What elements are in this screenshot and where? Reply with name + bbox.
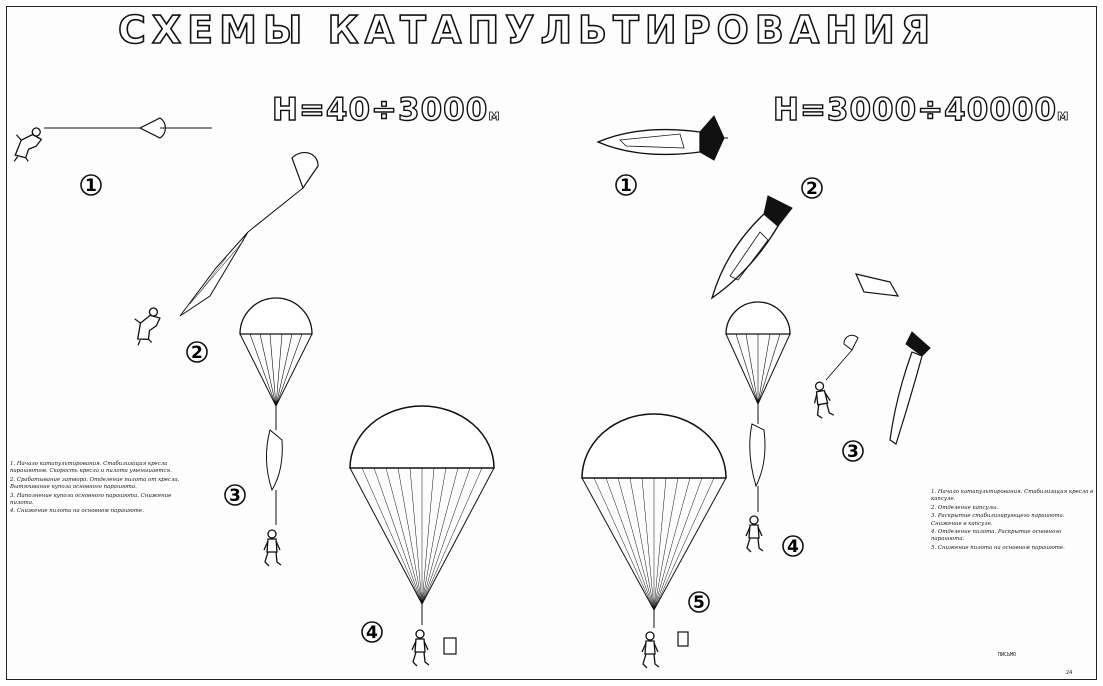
note-left-3: 3. Наполнение купола основного парашюта.… bbox=[10, 493, 192, 508]
note-right-3: 3. Раскрытие стабилизирующего парашюта. … bbox=[931, 513, 1095, 528]
left-step3-canopy bbox=[240, 298, 312, 566]
right-hatch bbox=[856, 274, 898, 296]
title-block-stamp: ПИСЬМО bbox=[998, 652, 1016, 658]
right-step-number-1: 1 bbox=[620, 176, 632, 196]
right-step3-descent bbox=[811, 332, 930, 444]
left-step1-seat bbox=[10, 118, 212, 163]
right-step-number-2: 2 bbox=[806, 179, 818, 199]
right-step2-capsule bbox=[712, 196, 792, 298]
left-step-number-4: 4 bbox=[366, 623, 378, 643]
left-step-number-1: 1 bbox=[85, 176, 97, 196]
left-step-number-3: 3 bbox=[229, 486, 241, 506]
note-left-2: 2. Срабатывание затвора. Отделение пилот… bbox=[10, 477, 192, 492]
note-right-1: 1. Начало катапультирования. Стабилизаци… bbox=[931, 489, 1095, 504]
right-step-number-5: 5 bbox=[693, 593, 705, 613]
notes-left: 1. Начало катапультирования. Стабилизаци… bbox=[10, 461, 192, 517]
note-right-4: 4. Отделение пилота. Раскрытие основного… bbox=[931, 529, 1095, 544]
note-right-2: 2. Отделение капсулы. bbox=[931, 505, 1095, 512]
right-step-number-3: 3 bbox=[847, 442, 859, 462]
notes-right: 1. Начало катапультирования. Стабилизаци… bbox=[931, 489, 1095, 553]
right-step-number-4: 4 bbox=[787, 537, 799, 557]
sheet-number: 24 bbox=[1066, 670, 1072, 676]
right-step4-canopy bbox=[726, 302, 790, 552]
note-left-4: 4. Снижение пилота на основном парашюте. bbox=[10, 508, 192, 515]
left-step-number-2: 2 bbox=[191, 343, 203, 363]
right-step1-capsule bbox=[598, 116, 728, 160]
right-step5-canopy bbox=[582, 414, 726, 668]
note-right-5: 5. Снижение пилота на основном парашюте. bbox=[931, 545, 1095, 552]
note-left-1: 1. Начало катапультирования. Стабилизаци… bbox=[10, 461, 192, 476]
